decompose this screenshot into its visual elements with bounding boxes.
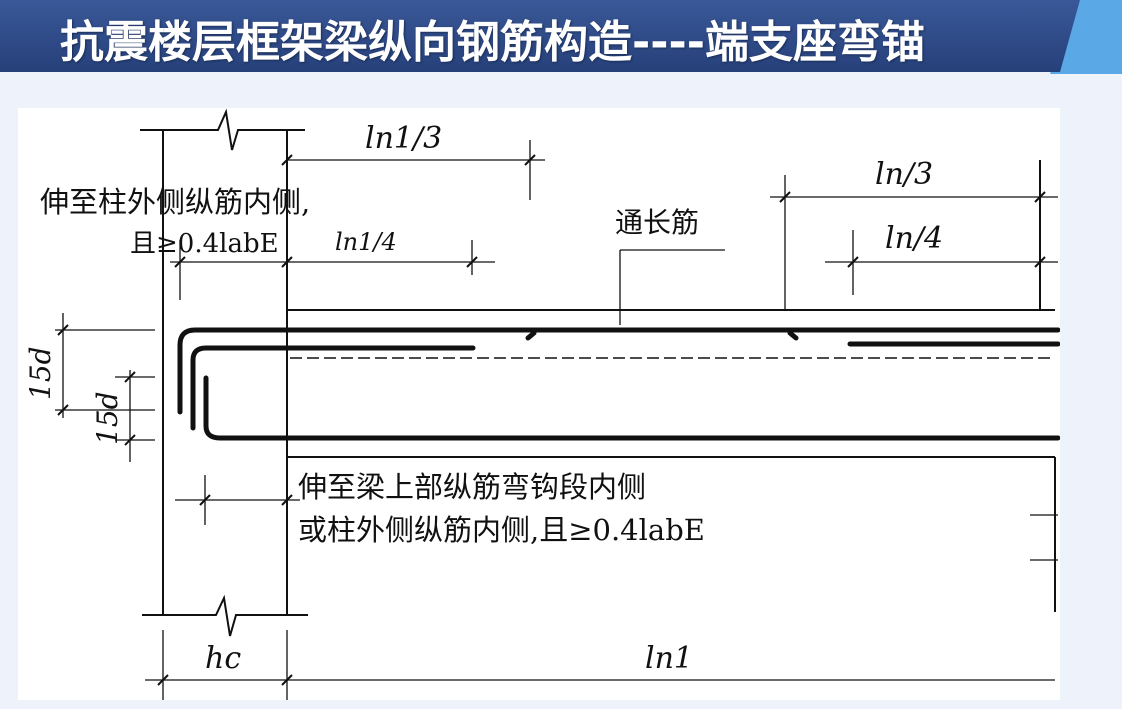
- label-clear-span: ln1: [645, 641, 693, 676]
- dimension-lines: [55, 140, 1058, 700]
- top-anchor-note-line2: 且≥0.4labE: [130, 229, 279, 259]
- label-top-hook-15d: 15d: [24, 346, 57, 400]
- bottom-anchor-note-line1: 伸至梁上部纵筋弯钩段内侧: [298, 470, 646, 504]
- label-ln-quarter: ln/4: [885, 221, 943, 256]
- top-anchor-note-line1: 伸至柱外侧纵筋内侧,: [40, 185, 310, 219]
- label-ln1-third: ln1/3: [365, 121, 442, 156]
- slide-title: 抗震楼层框架梁纵向钢筋构造----端支座弯锚: [60, 17, 926, 68]
- label-column-width: hc: [205, 641, 241, 676]
- label-bottom-hook-15d: 15d: [91, 391, 124, 445]
- title-bar: 抗震楼层框架梁纵向钢筋构造----端支座弯锚: [0, 0, 1122, 74]
- column-break-top: [140, 108, 305, 151]
- title-bar-background: [0, 0, 1122, 74]
- rebar-drawing: ln1/3 ln1/4 ln/3 ln/4 通长筋 伸至柱外侧纵筋内侧, 且≥0…: [24, 108, 1061, 700]
- column-break-bottom: [142, 594, 308, 637]
- bottom-bar: [203, 375, 1061, 441]
- top-through-bar: [177, 327, 1061, 415]
- rebar-diagram: ln1/3 ln1/4 ln/3 ln/4 通长筋 伸至柱外侧纵筋内侧, 且≥0…: [18, 108, 1061, 700]
- rebars: [177, 327, 1061, 441]
- dimension-ticks: [57, 154, 1046, 686]
- label-through-bar: 通长筋: [615, 206, 699, 239]
- top-second-bar: [190, 345, 476, 431]
- label-ln-third: ln/3: [875, 157, 933, 192]
- bottom-anchor-note-line2: 或柱外侧纵筋内侧,且≥0.4labE: [298, 513, 705, 547]
- label-ln1-quarter: ln1/4: [335, 228, 397, 256]
